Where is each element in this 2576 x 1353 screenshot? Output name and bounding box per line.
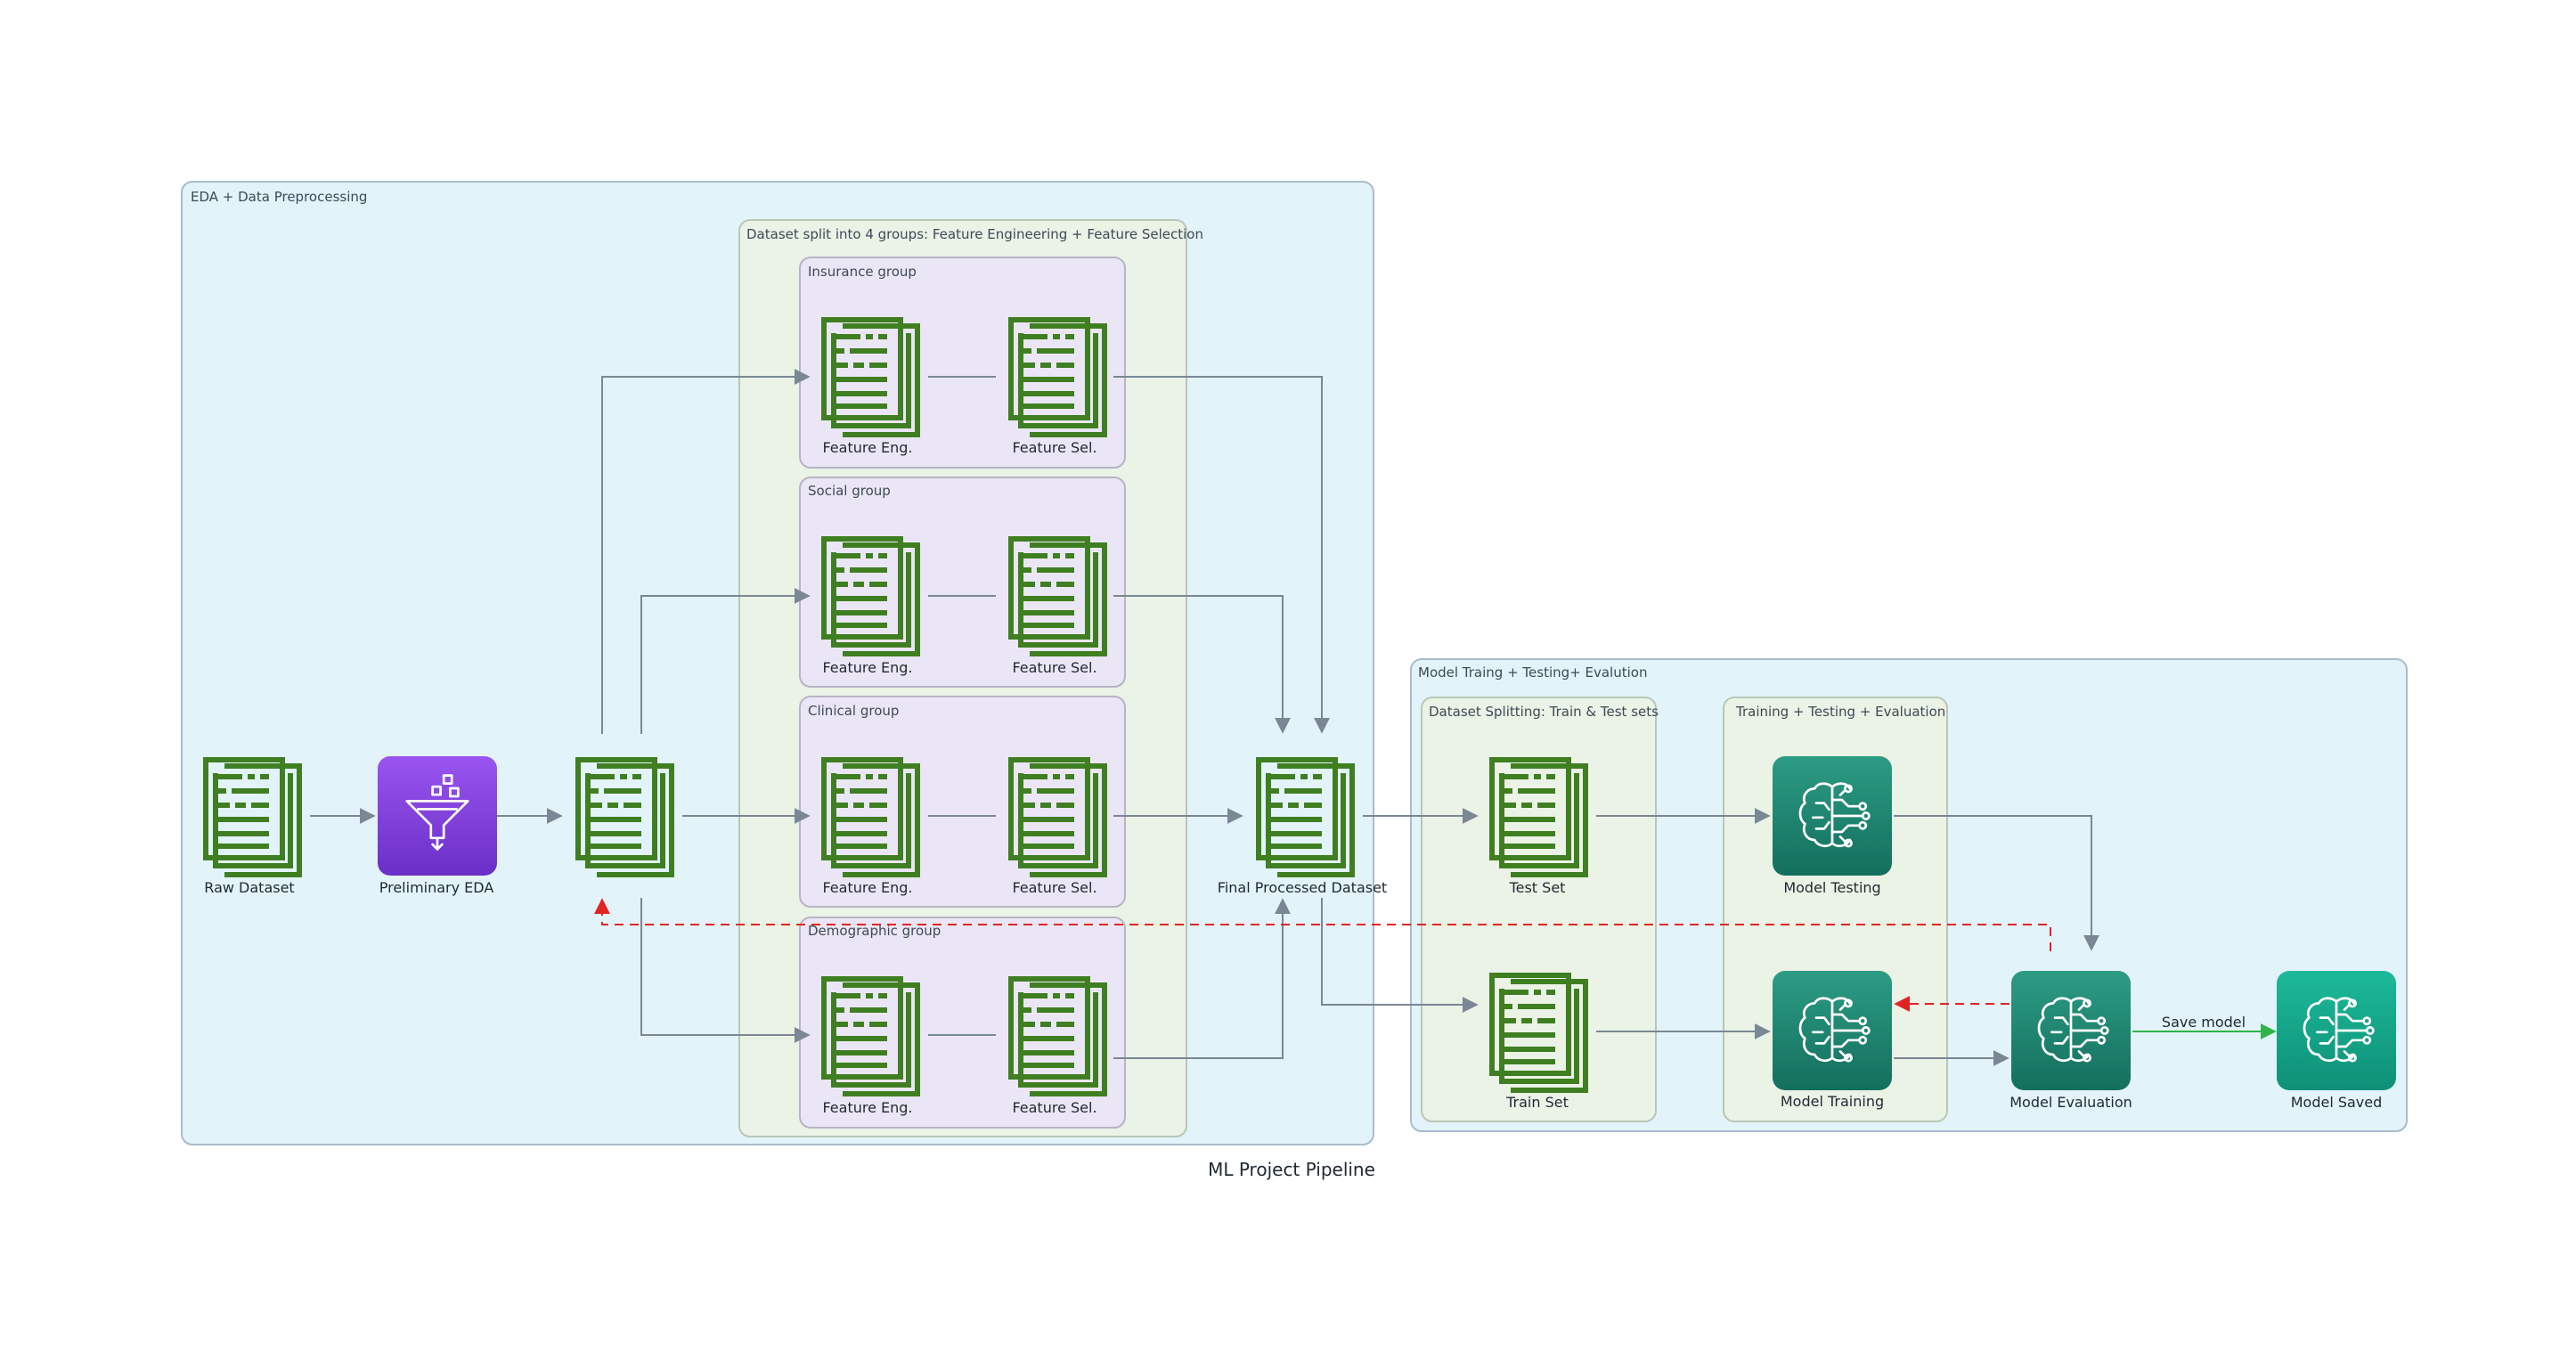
node-clinical-fs: Feature Sel. [1011, 760, 1105, 896]
cluster-insurance-label: Insurance group [808, 264, 917, 280]
node-clinical-fe: Feature Eng. [822, 760, 917, 896]
node-demographic-fs: Feature Sel. [1011, 979, 1105, 1116]
node-demographic-fe: Feature Eng. [822, 979, 917, 1116]
node-social-fs-label: Feature Sel. [1012, 659, 1096, 676]
edge-save-model-label: Save model [2162, 1014, 2246, 1031]
node-insurance-fs-label: Feature Sel. [1012, 439, 1096, 456]
node-demographic-fs-label: Feature Sel. [1012, 1099, 1096, 1116]
edge-evaluation-to-split-feedback [594, 898, 2051, 951]
node-social-fs: Feature Sel. [1011, 539, 1105, 676]
cluster-demographic-label: Demographic group [808, 923, 941, 939]
cluster-splitting-label: Dataset Splitting: Train & Test sets [1429, 704, 1659, 720]
node-demographic-fe-label: Feature Eng. [822, 1099, 912, 1116]
edge-demographic-to-final [1113, 898, 1291, 1059]
node-final-dataset-label: Final Processed Dataset [1218, 879, 1387, 896]
node-model-testing-label: Model Testing [1783, 879, 1880, 896]
node-test-set: Test Set [1492, 760, 1586, 896]
node-model-training: Model Training [1773, 971, 1892, 1110]
node-insurance-fe: Feature Eng. [822, 320, 917, 456]
node-raw-dataset-label: Raw Dataset [204, 879, 294, 896]
cluster-model-label: Model Traing + Testing+ Evalution [1418, 664, 1647, 681]
node-clinical-fe-label: Feature Eng. [822, 879, 912, 896]
node-insurance-fe-label: Feature Eng. [822, 439, 912, 456]
cluster-splitting: Dataset Splitting: Train & Test sets [1421, 697, 1659, 1122]
node-preliminary-eda-label: Preliminary EDA [379, 879, 494, 896]
cluster-clinical: Clinical group [799, 696, 1126, 908]
node-model-saved-label: Model Saved [2291, 1094, 2383, 1111]
cluster-training-label: Training + Testing + Evaluation [1735, 704, 1945, 720]
node-model-evaluation: Model Evaluation [2009, 971, 2132, 1111]
node-final-dataset: Final Processed Dataset [1218, 760, 1387, 896]
cluster-social-label: Social group [808, 483, 891, 499]
edge-social-to-final [1113, 595, 1291, 734]
edge-split-to-insurance [601, 369, 811, 734]
edges: Save model [310, 369, 2277, 1066]
edge-split-to-social [640, 588, 811, 734]
node-model-training-label: Model Training [1781, 1093, 1884, 1110]
node-train-set: Train Set [1492, 975, 1586, 1111]
node-model-saved: Model Saved [2277, 971, 2396, 1111]
node-model-testing: Model Testing [1773, 756, 1892, 896]
node-social-fe: Feature Eng. [822, 539, 917, 676]
node-test-set-label: Test Set [1509, 879, 1566, 896]
node-insurance-fs: Feature Sel. [1011, 320, 1105, 456]
node-clinical-fs-label: Feature Sel. [1012, 879, 1096, 896]
node-model-evaluation-label: Model Evaluation [2009, 1094, 2132, 1111]
cluster-clinical-label: Clinical group [808, 703, 899, 719]
edge-testing-to-evaluation [1894, 815, 2099, 951]
node-social-fe-label: Feature Eng. [822, 659, 912, 676]
node-train-set-label: Train Set [1505, 1094, 1569, 1111]
cluster-split-groups-label: Dataset split into 4 groups: Feature Eng… [746, 226, 1203, 242]
node-raw-dataset: Raw Dataset [204, 760, 299, 896]
edge-split-to-demographic [640, 898, 811, 1043]
edge-final-to-train [1321, 898, 1479, 1013]
cluster-eda-label: EDA + Data Preprocessing [191, 189, 367, 205]
diagram-title: ML Project Pipeline [1208, 1159, 1375, 1180]
edge-insurance-to-final [1113, 376, 1330, 734]
node-preliminary-eda: Preliminary EDA [378, 756, 497, 896]
